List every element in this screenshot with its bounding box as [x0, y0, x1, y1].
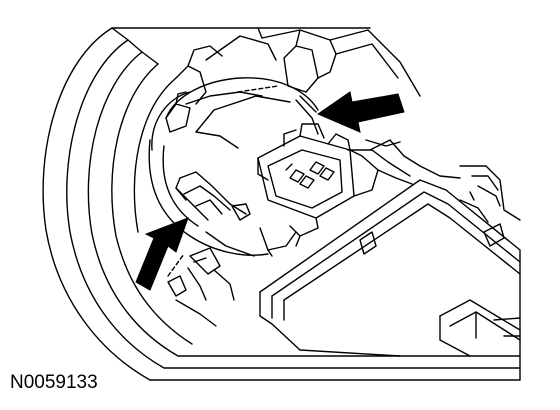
outer-trim-panel: [42, 27, 521, 381]
clockspring-assembly: [148, 77, 319, 257]
hidden-lines: [167, 85, 279, 277]
electrical-connector: [257, 123, 379, 237]
pointer-arrows: [135, 91, 405, 291]
upper-bracket: [175, 27, 421, 105]
lower-tab-parts: [167, 247, 235, 327]
upper-arrow-icon: [316, 91, 405, 133]
lower-arrow-icon: [135, 217, 189, 291]
right-housing-panel: [259, 139, 521, 381]
figure-code: N0059133: [10, 372, 98, 393]
